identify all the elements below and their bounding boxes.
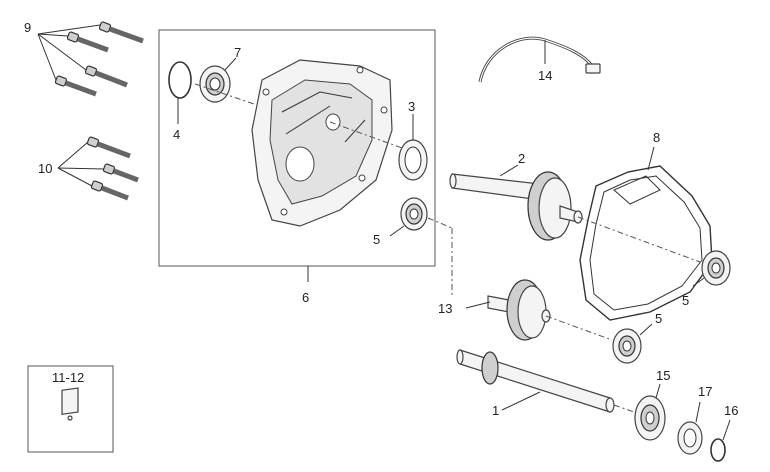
bolt: [102, 163, 139, 183]
callout-9: 9: [24, 20, 31, 35]
bearing-5-right: 5: [682, 250, 731, 308]
bolt: [66, 31, 109, 53]
callout-4: 4: [173, 127, 180, 142]
bolt-group-9: 9: [24, 20, 144, 97]
callout-17: 17: [698, 384, 712, 399]
bolt: [90, 180, 129, 201]
callout-3: 3: [408, 99, 415, 114]
callout-15: 15: [656, 368, 670, 383]
callout-6: 6: [302, 290, 309, 305]
bolt: [84, 65, 128, 88]
callout-2: 2: [518, 151, 525, 166]
bearing-5-middle: 5: [612, 311, 662, 364]
circlip-16: 16: [710, 403, 738, 462]
cover-assembly-frame: 6: [158, 29, 436, 305]
bearing-7: 7: [199, 45, 241, 103]
bearing-15: 15: [634, 368, 670, 441]
callout-5-cover: 5: [373, 232, 380, 247]
callout-10: 10: [38, 161, 52, 176]
callout-7: 7: [234, 45, 241, 60]
callout-13: 13: [438, 301, 452, 316]
bolt: [86, 136, 131, 159]
bearing-5-cover: 5: [373, 197, 428, 247]
washer-17: 17: [677, 384, 712, 455]
shaft-gear-2: 2: [449, 151, 583, 241]
output-shaft-1: 1: [456, 349, 615, 418]
callout-1: 1: [492, 403, 499, 418]
oil-seal-3: 3: [398, 99, 428, 181]
circlip-4: 4: [168, 61, 192, 142]
callout-5-middle: 5: [655, 311, 662, 326]
gasket-8: 8: [579, 130, 713, 321]
alignment-lines: [194, 83, 701, 413]
bolt-group-10: 10: [38, 136, 139, 201]
wiring-harness-14: 14: [478, 36, 601, 83]
inset-box-11-12: 11-12: [27, 365, 114, 453]
transmission-cover: [251, 59, 393, 227]
callout-5-right: 5: [682, 293, 689, 308]
callout-11-12: 11-12: [52, 370, 84, 385]
callout-14: 14: [538, 68, 552, 83]
callout-16: 16: [724, 403, 738, 418]
bolt: [98, 21, 144, 44]
intermediate-gear-13: 13: [438, 279, 551, 341]
bolt: [54, 75, 97, 97]
sticker-label: [61, 387, 79, 421]
callout-8: 8: [653, 130, 660, 145]
